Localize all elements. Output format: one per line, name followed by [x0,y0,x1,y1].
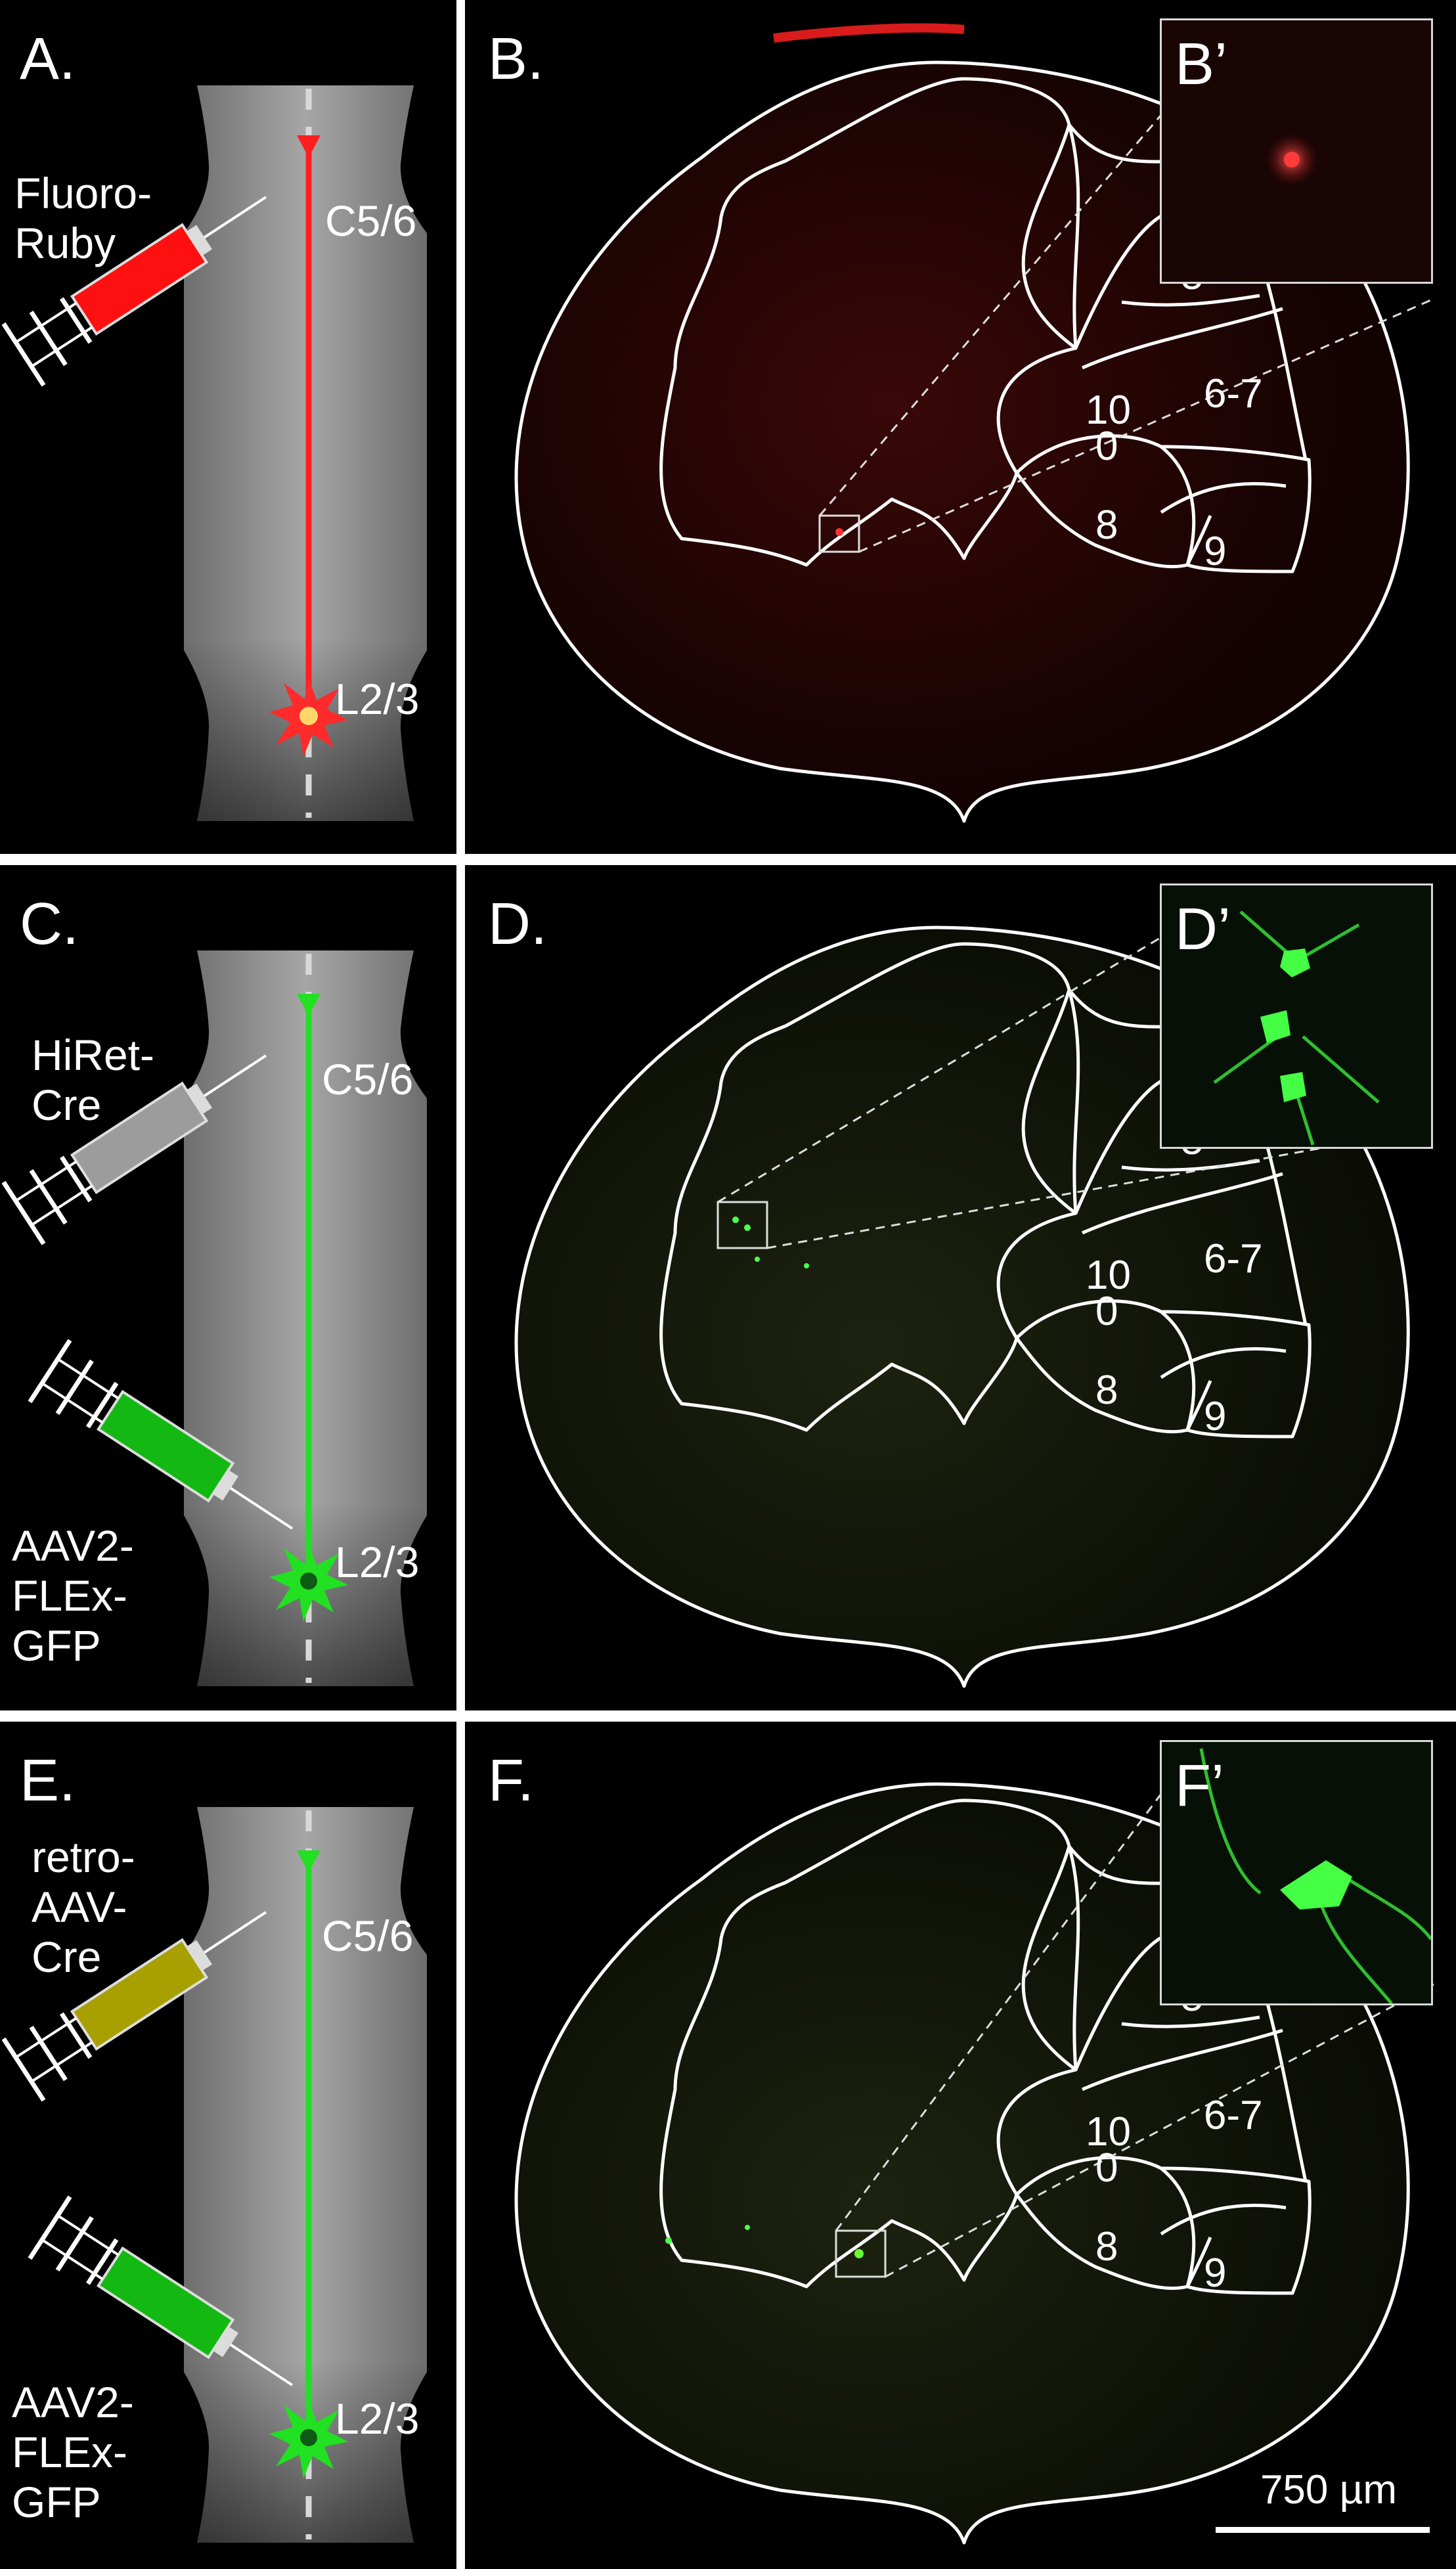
panel-label: E. [20,1748,76,1814]
inset-roi-box [717,1201,768,1249]
level-bottom-label: L2/3 [335,2394,420,2443]
lamina-6-7: 6-7 [1204,371,1263,416]
lamina-0: 0 [1095,1289,1118,1334]
inset-label: F’ [1175,1753,1224,1819]
injection-bottom-line3: GFP [12,1621,101,1670]
panel-label: B. [488,26,544,92]
injection-top-line1: retro- [32,1833,135,1881]
lamina-8: 8 [1095,503,1118,548]
panel-e: E. retro- AAV- Cre C5/6 L2/3 AAV2- FLEx-… [0,1722,456,2569]
lamina-9: 9 [1204,1394,1226,1439]
panel-c: C. HiRet- Cre C5/6 L2/3 AAV2- FLEx- GFP [0,865,456,1710]
injection-bottom-line3: GFP [12,2478,101,2526]
panel-c-diagram [0,865,456,1710]
level-bottom-label: L2/3 [335,675,420,723]
lamina-6-7: 6-7 [1204,1236,1263,1282]
injection-top-line2: Cre [32,1081,102,1129]
lamina-8: 8 [1095,2224,1118,2269]
level-bottom-label: L2/3 [335,1538,420,1586]
inset-label: D’ [1175,897,1231,962]
labeled-cell [835,528,843,536]
injection-top-line1: HiRet- [32,1031,155,1079]
injection-bottom-line2: FLEx- [12,2428,128,2476]
inset-d-prime: D’ [1160,883,1433,1149]
injection-label-line2: Ruby [14,219,116,267]
lamina-10: 10 [1086,1253,1131,1298]
injection-top-line3: Cre [32,1932,102,1981]
lamina-6-7: 6-7 [1204,2093,1263,2138]
surface-label-streak [773,23,965,43]
lamina-0: 0 [1095,2145,1118,2191]
inset-roi-box [818,514,860,553]
scale-bar-label: 750 µm [1260,2467,1397,2513]
lamina-8: 8 [1095,1368,1118,1413]
injection-bottom-line1: AAV2- [12,2378,134,2426]
level-top-label: C5/6 [322,1055,414,1104]
inset-label: B’ [1175,32,1228,97]
injection-top-line2: AAV- [32,1883,127,1931]
axon-terminal-arrow [297,994,320,1016]
panel-a: A. Fluoro- Ruby C5/6 L2/3 [0,0,456,854]
axon-terminal-arrow [297,135,320,158]
panel-d: 1-3 4 5 6-7 10 0 8 9 D. D’ [465,865,1456,1710]
panel-e-diagram [0,1722,456,2569]
axon-terminal-arrow [297,1850,320,1873]
panel-label: C. [20,891,79,957]
lamina-10: 10 [1086,388,1131,433]
panel-label: F. [488,1748,535,1814]
inset-f-prime: F’ [1160,1740,1433,2005]
scale-bar [1216,2527,1430,2533]
panel-label: D. [488,891,547,957]
injection-label-line1: Fluoro- [14,169,152,217]
inset-roi-box [835,2229,887,2278]
inset-b-prime: B’ [1160,18,1433,284]
lamina-9: 9 [1204,529,1226,574]
panel-a-diagram [0,0,456,854]
lamina-10: 10 [1086,2109,1131,2155]
panel-b: 1-3 4 5 6-7 10 0 8 9 B. B’ [465,0,1456,854]
green-neuron-soma [269,1543,348,1622]
level-top-label: C5/6 [325,196,417,245]
green-neuron-soma [269,2400,348,2478]
panel-label: A. [20,26,76,92]
injection-bottom-line2: FLEx- [12,1571,128,1620]
level-top-label: C5/6 [322,1911,414,1960]
lamina-9: 9 [1204,2250,1226,2296]
lamina-0: 0 [1095,424,1118,469]
red-neuron-soma [269,678,348,757]
injection-bottom-line1: AAV2- [12,1521,134,1570]
panel-f: 1-3 4 5 6-7 10 0 8 9 F. F’ 750 µm [465,1722,1456,2569]
